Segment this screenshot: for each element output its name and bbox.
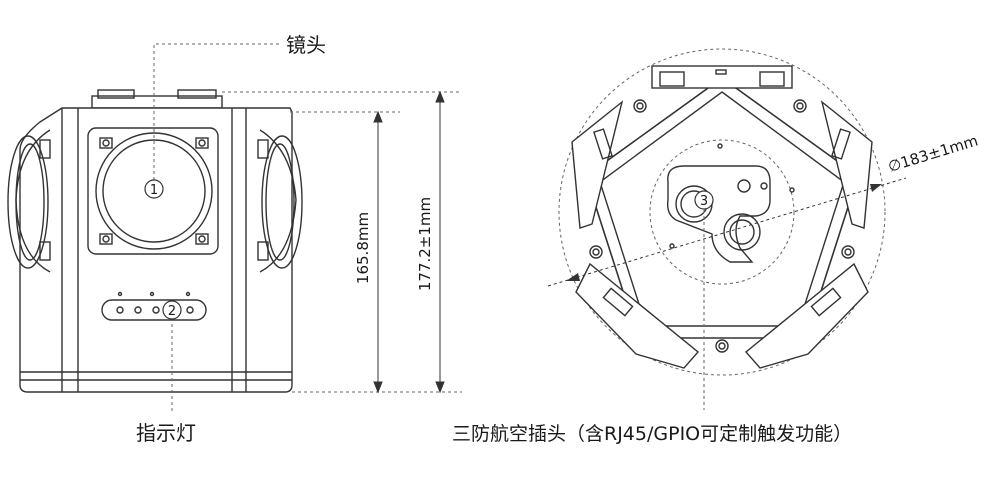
- front-leaders: [153, 43, 282, 412]
- diameter-arrow-right: [870, 184, 882, 192]
- dimension-lines: [222, 91, 462, 393]
- inner-height-dimension: 165.8mm: [354, 212, 372, 284]
- dimension-arrows: [373, 90, 445, 394]
- callout-2: 2: [162, 300, 182, 320]
- front-view: [7, 89, 303, 393]
- svg-text:2: 2: [168, 304, 176, 319]
- callout-3: 3: [694, 190, 714, 210]
- diameter-dimension: ∅183±1mm: [886, 131, 980, 175]
- connector-label: 三防航空插头（含RJ45/GPIO可定制触发功能）: [452, 423, 852, 445]
- diameter-line: [547, 177, 907, 287]
- lens-label: 镜头: [286, 33, 326, 57]
- svg-text:3: 3: [700, 194, 708, 209]
- diameter-arrow-left: [566, 273, 580, 281]
- callout-1: 1: [144, 179, 164, 199]
- top-view: [558, 48, 886, 376]
- outer-height-dimension: 177.2±1mm: [416, 197, 434, 291]
- indicator-label: 指示灯: [136, 421, 196, 445]
- svg-text:1: 1: [150, 183, 158, 198]
